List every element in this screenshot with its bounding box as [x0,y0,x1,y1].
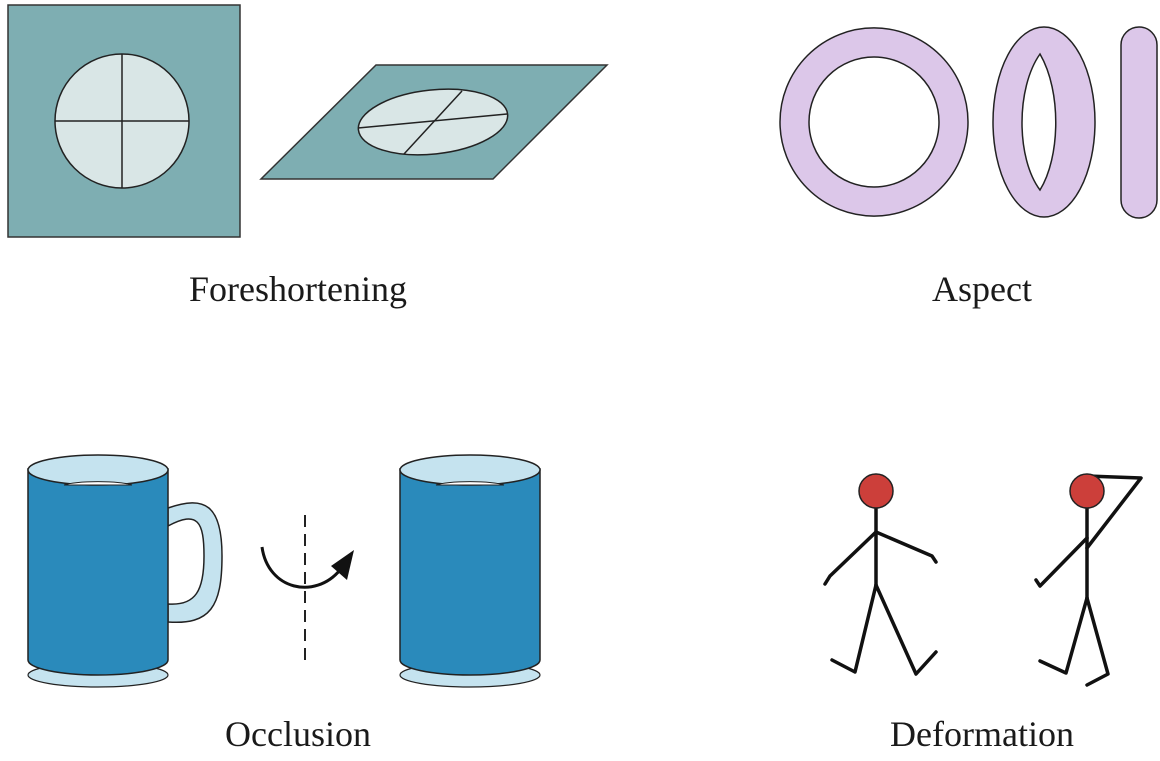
mug-inner-liquid [63,481,133,486]
foreshortened-cross-v [403,90,463,155]
caption-occlusion: Occlusion [225,714,371,754]
figure1-head [858,473,894,509]
stick-figure-deformed [1034,473,1143,687]
stick-figure-walking [823,473,938,676]
foreshortened-cross-h [357,113,508,129]
caption-aspect: Aspect [932,269,1032,309]
figure1-left-leg [830,583,878,674]
figure2-head [1069,473,1105,509]
torus-edge-view [1120,26,1158,219]
occlusion-figure [27,454,541,688]
figure1-right-leg [874,583,938,676]
figure1-left-arm [823,530,878,586]
figure2-raised-arm [1085,474,1143,550]
mug2-rim [399,454,541,486]
mug-body [27,468,169,676]
aspect-figure [779,26,1158,219]
mug2-inner-liquid [435,481,505,486]
caption-deformation: Deformation [890,714,1074,754]
mug-rim [27,454,169,486]
rotation-arrowhead [331,550,354,580]
torus-front-view [779,27,969,217]
figure2-right-leg [1085,596,1110,687]
foreshortening-figure [7,4,609,238]
figure2-left-leg [1038,596,1089,675]
mug2-body [399,468,541,676]
mug-with-handle [27,454,223,688]
torus-angled-hole [1021,52,1057,192]
rotation-arrow [260,546,342,589]
mug-handle [167,502,223,624]
figure2-left-arm [1034,536,1089,588]
figure1-right-arm [874,530,938,564]
caption-foreshortening: Foreshortening [189,269,407,309]
mug-rotated [399,454,541,688]
deformation-figure [823,473,1143,687]
